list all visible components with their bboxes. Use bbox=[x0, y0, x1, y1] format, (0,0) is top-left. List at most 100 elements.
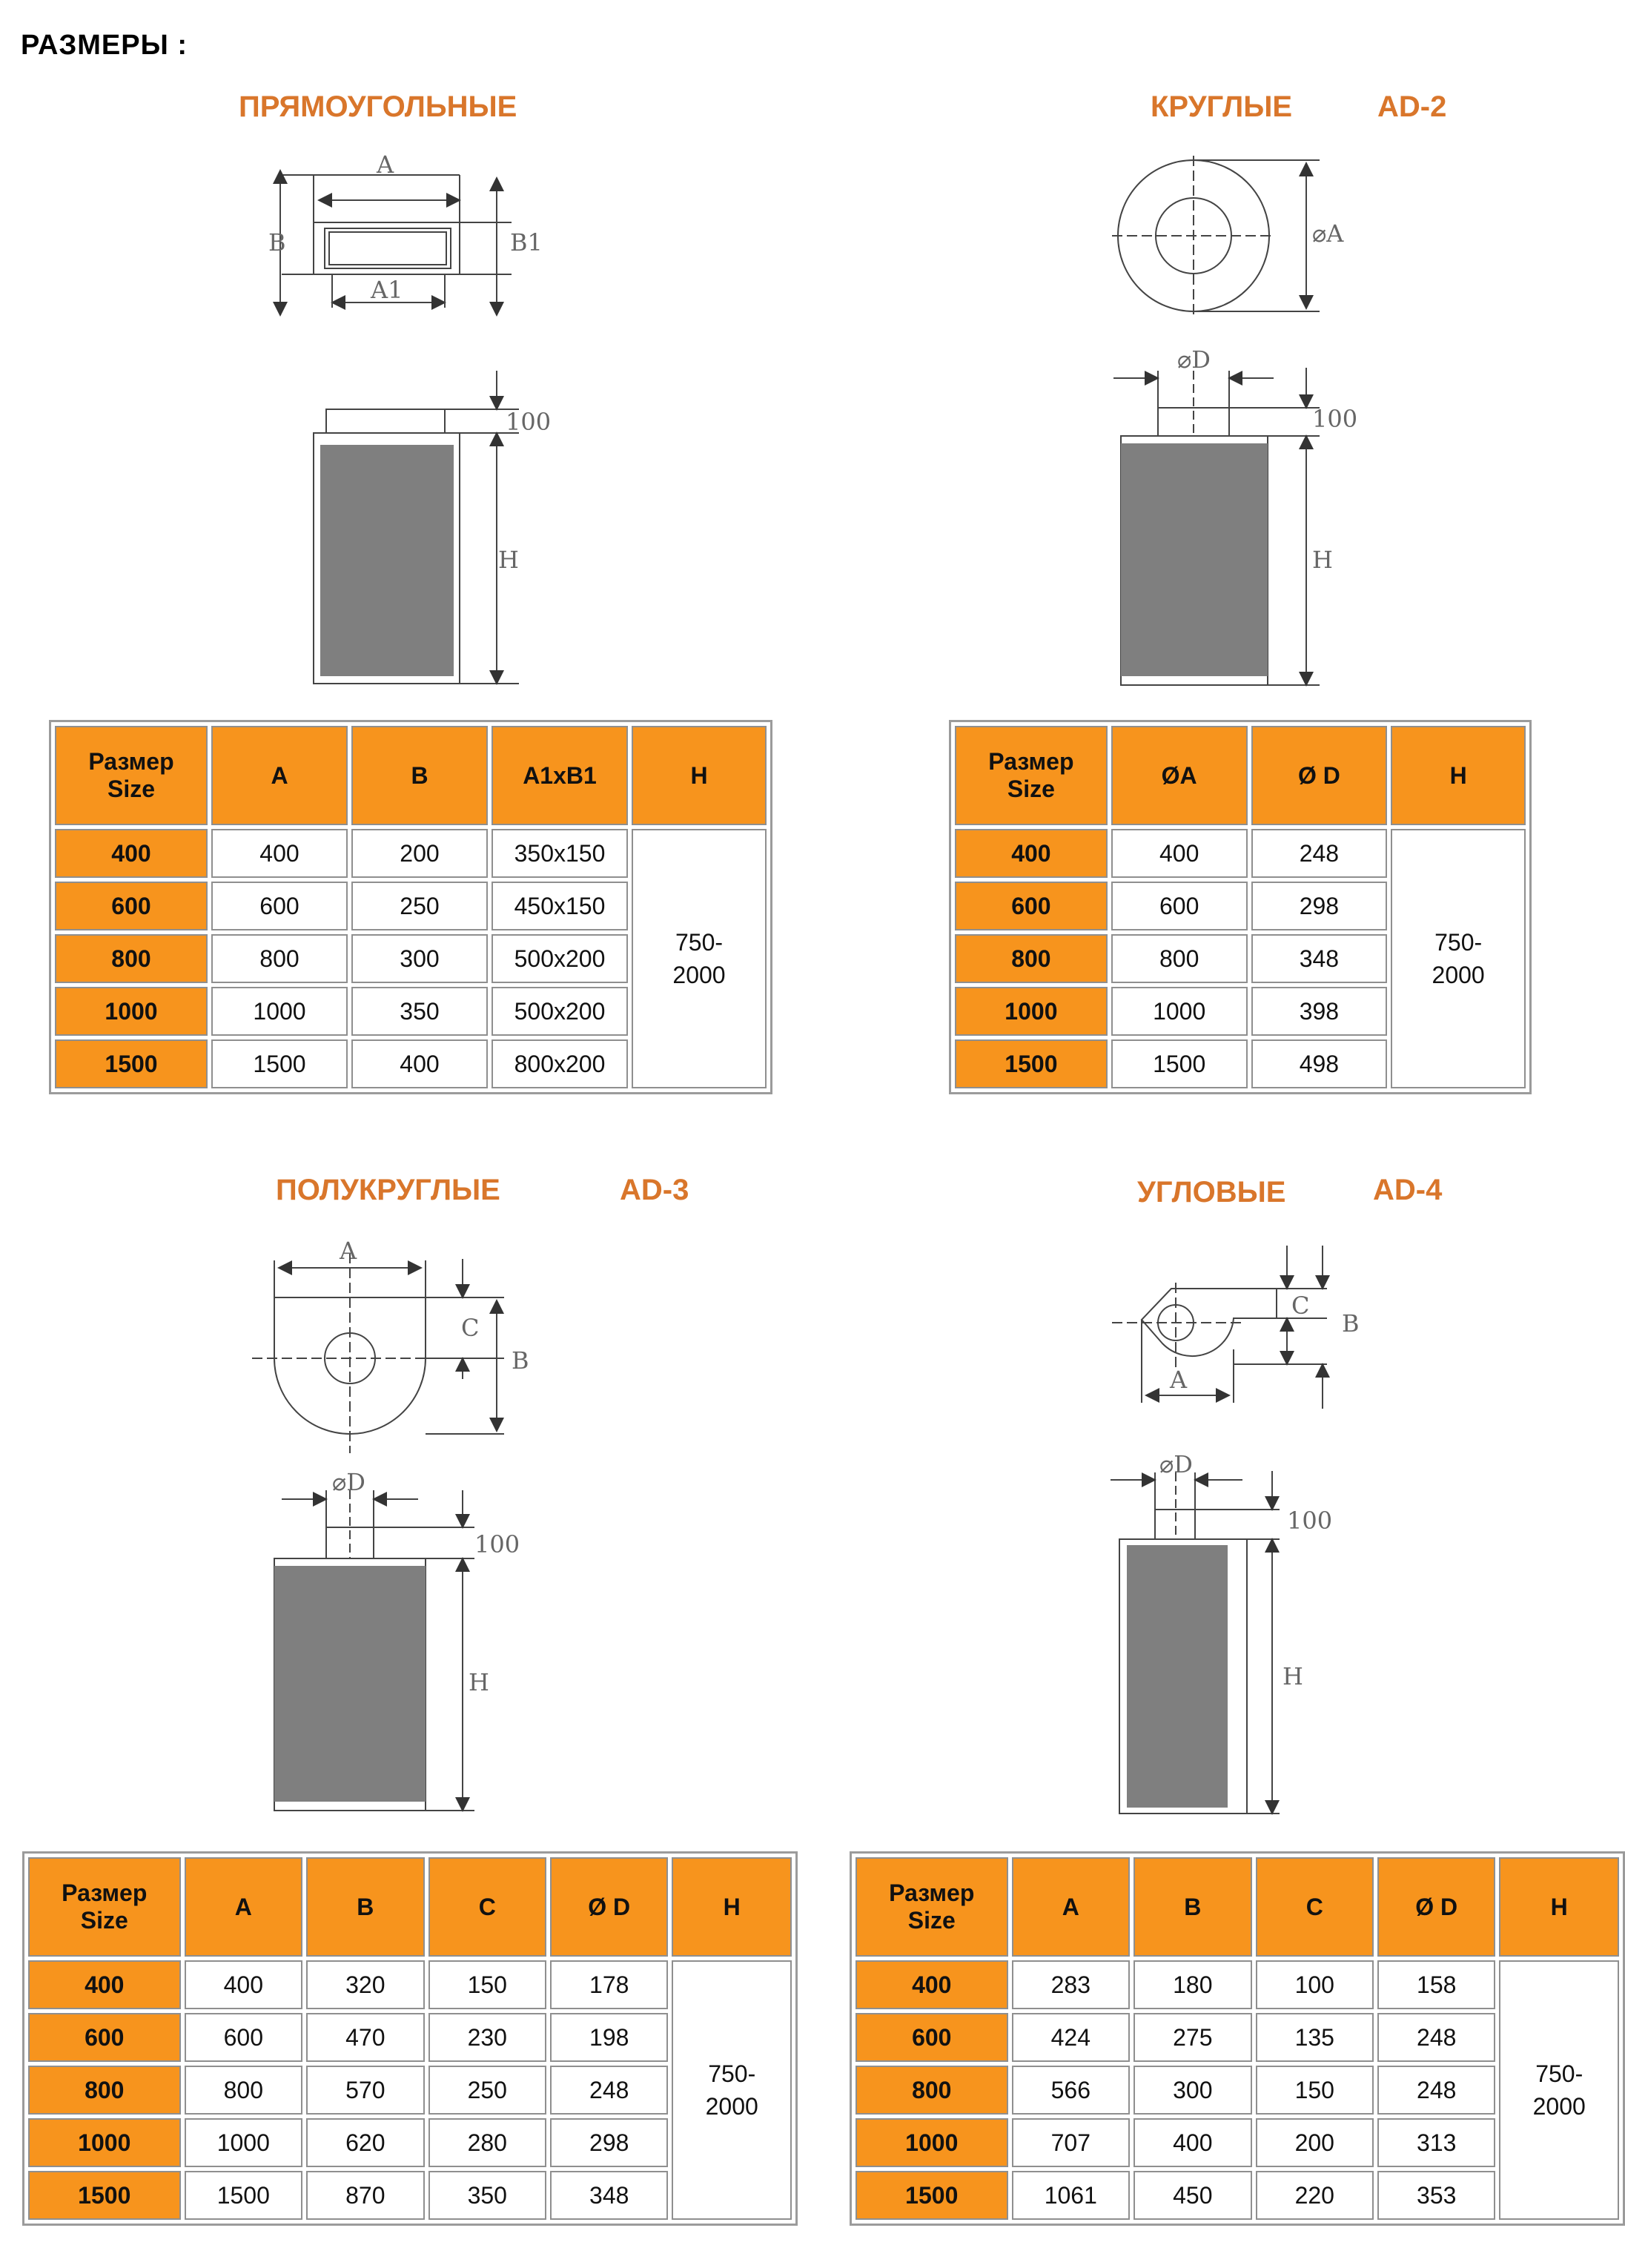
corner-label-b: B bbox=[1342, 1309, 1360, 1338]
rect-drawing: A B B1 A1 100 H bbox=[268, 151, 551, 685]
table-cell: 150 bbox=[1255, 2066, 1374, 2115]
header-c: C bbox=[1255, 1857, 1374, 1957]
h-value-cell: 750-2000 bbox=[672, 1960, 792, 2220]
round-label-100: 100 bbox=[1312, 405, 1357, 433]
rect-label-a1: A1 bbox=[370, 276, 403, 304]
table-cell: 135 bbox=[1255, 2013, 1374, 2062]
rect-label-100: 100 bbox=[506, 408, 551, 436]
size-cell: 1000 bbox=[28, 2118, 181, 2167]
table-cell: 400 bbox=[1133, 2118, 1252, 2167]
size-cell: 1500 bbox=[855, 2171, 1008, 2220]
header-b: B bbox=[351, 726, 488, 825]
corner-side-view bbox=[1111, 1471, 1280, 1815]
table-row: 400 400 200 350x150 750-2000 bbox=[55, 829, 767, 1088]
table-cell: 350 bbox=[428, 2171, 546, 2220]
semi-label-100: 100 bbox=[474, 1530, 520, 1558]
table-cell: 566 bbox=[1011, 2066, 1131, 2115]
size-cell: 400 bbox=[955, 829, 1108, 878]
rect-side-view bbox=[313, 371, 519, 685]
corner-top-view bbox=[1112, 1246, 1330, 1409]
table-cell: 248 bbox=[1377, 2066, 1496, 2115]
table-cell: 300 bbox=[351, 934, 488, 983]
table-row: 800 800 570 250 248 bbox=[28, 2066, 792, 2115]
table-row: 600 600 298 bbox=[955, 882, 1526, 930]
semi-label-d: ⌀D bbox=[332, 1468, 365, 1496]
table-cell: 300 bbox=[1133, 2066, 1252, 2115]
table-row: 800 800 348 bbox=[955, 934, 1526, 983]
size-cell: 800 bbox=[28, 2066, 181, 2115]
table-cell: 250 bbox=[351, 882, 488, 930]
table-cell: 800 bbox=[1111, 934, 1248, 983]
table-cell: 348 bbox=[1251, 934, 1388, 983]
header-h: H bbox=[1391, 726, 1526, 825]
table-cell: 1500 bbox=[211, 1039, 348, 1088]
table-cell: 180 bbox=[1133, 1960, 1252, 2009]
size-cell: 600 bbox=[28, 2013, 181, 2062]
table-cell: 248 bbox=[549, 2066, 669, 2115]
rect-top-view bbox=[273, 169, 512, 317]
table-cell: 158 bbox=[1377, 1960, 1496, 2009]
corner-label-a: A bbox=[1169, 1366, 1188, 1394]
table-cell: 500x200 bbox=[492, 934, 628, 983]
table-row: 1500 1061 450 220 353 bbox=[855, 2171, 1619, 2220]
corner-title: УГЛОВЫЕ bbox=[1137, 1176, 1286, 1209]
size-cell: 1000 bbox=[955, 987, 1108, 1036]
table-cell: 600 bbox=[184, 2013, 303, 2062]
header-b: B bbox=[1133, 1857, 1252, 1957]
table-cell: 348 bbox=[549, 2171, 669, 2220]
semi-label-b: B bbox=[512, 1346, 529, 1375]
size-cell: 400 bbox=[28, 1960, 181, 2009]
rect-label-b: B bbox=[268, 228, 286, 257]
round-code: AD-2 bbox=[1377, 90, 1447, 123]
table-row: 1000 1000 398 bbox=[955, 987, 1526, 1036]
corner-code: AD-4 bbox=[1373, 1174, 1443, 1206]
corner-label-d: ⌀D bbox=[1159, 1450, 1193, 1478]
table-cell: 450 bbox=[1133, 2171, 1252, 2220]
table-cell: 450x150 bbox=[492, 882, 628, 930]
table-cell: 320 bbox=[306, 1960, 425, 2009]
size-cell: 400 bbox=[855, 1960, 1008, 2009]
size-cell: 800 bbox=[55, 934, 208, 983]
table-cell: 200 bbox=[351, 829, 488, 878]
table-row: 800 800 300 500x200 bbox=[55, 934, 767, 983]
semi-drawing: A C B ⌀D 100 H bbox=[252, 1237, 529, 1812]
table-row: 1500 1500 498 bbox=[955, 1039, 1526, 1088]
table-cell: 280 bbox=[428, 2118, 546, 2167]
size-cell: 600 bbox=[855, 2013, 1008, 2062]
table-cell: 248 bbox=[1377, 2013, 1496, 2062]
table-cell: 498 bbox=[1251, 1039, 1388, 1088]
table-cell: 424 bbox=[1011, 2013, 1131, 2062]
header-d: Ø D bbox=[549, 1857, 669, 1957]
header-a1xb1: A1xB1 bbox=[492, 726, 628, 825]
table-cell: 178 bbox=[549, 1960, 669, 2009]
table-cell: 1061 bbox=[1011, 2171, 1131, 2220]
table-row: 1500 1500 870 350 348 bbox=[28, 2171, 792, 2220]
rect-label-h: H bbox=[498, 546, 519, 574]
rect-title: ПРЯМОУГОЛЬНЫЕ bbox=[239, 90, 517, 123]
table-cell: 398 bbox=[1251, 987, 1388, 1036]
table-cell: 298 bbox=[549, 2118, 669, 2167]
table-cell: 1500 bbox=[1111, 1039, 1248, 1088]
table-cell: 220 bbox=[1255, 2171, 1374, 2220]
table-row: 400 400 320 150 178 750-2000 bbox=[28, 1960, 792, 2220]
round-drawing: ⌀A ⌀D 100 H bbox=[1112, 156, 1357, 687]
table-cell: 600 bbox=[211, 882, 348, 930]
header-h: H bbox=[672, 1857, 792, 1957]
semi-label-h: H bbox=[469, 1668, 489, 1696]
table-row: 1500 1500 400 800x200 bbox=[55, 1039, 767, 1088]
semi-top-view bbox=[252, 1253, 504, 1453]
table-cell: 353 bbox=[1377, 2171, 1496, 2220]
size-cell: 800 bbox=[955, 934, 1108, 983]
round-label-h: H bbox=[1312, 546, 1333, 574]
table-cell: 707 bbox=[1011, 2118, 1131, 2167]
table-cell: 500x200 bbox=[492, 987, 628, 1036]
round-top-view bbox=[1112, 156, 1320, 316]
table-row: 400 400 248 750-2000 bbox=[955, 829, 1526, 1088]
